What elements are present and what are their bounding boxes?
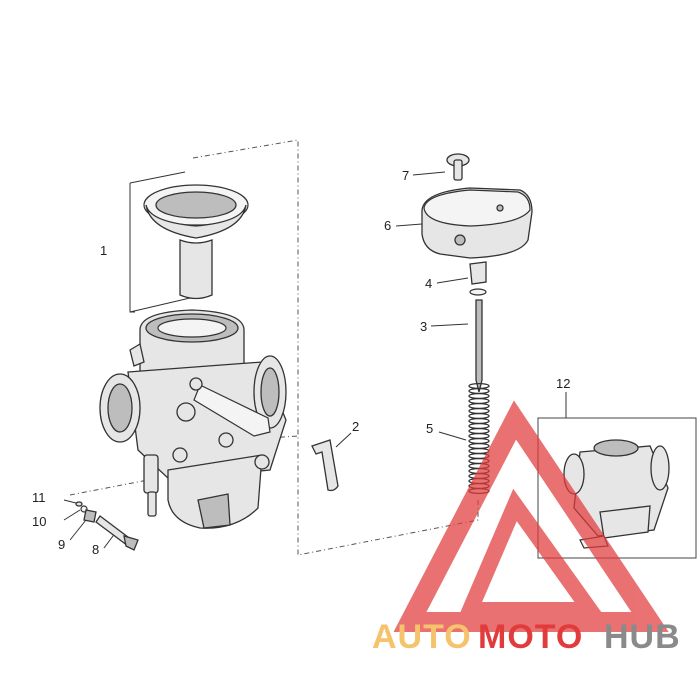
- callout-12: 12: [556, 376, 570, 391]
- callout-3: 3: [420, 319, 427, 334]
- spring-coil: [468, 437, 490, 445]
- spring-coil: [468, 397, 490, 405]
- spring-coil: [468, 407, 490, 415]
- callout-6: 6: [384, 218, 391, 233]
- part-9-spring: [69, 509, 97, 541]
- carburetor-body: [99, 309, 287, 529]
- callout-4: 4: [425, 276, 432, 291]
- spring-coil: [468, 412, 490, 420]
- part-2-hose: [311, 432, 352, 492]
- watermark-inner-triangle-icon: [457, 488, 606, 618]
- part-3-needle: [430, 299, 483, 393]
- part-6-cover: [395, 187, 533, 259]
- watermark-wordmark: AUTO MOTO HUB: [372, 618, 681, 656]
- assembly-outline-left: [192, 139, 479, 556]
- watermark-triangle-icon: [393, 400, 669, 632]
- callout-2: 2: [352, 419, 359, 434]
- callout-labels: 1 2 3 4 5 6 7 8 9 10 11 12: [32, 168, 570, 557]
- assembly-line-jet: [69, 479, 149, 496]
- spring-coil: [468, 432, 490, 440]
- part-11-washer: [63, 499, 83, 507]
- part-10-oring: [63, 505, 88, 521]
- spring-coil: [468, 442, 490, 450]
- callout-5: 5: [426, 421, 433, 436]
- callout-7: 7: [402, 168, 409, 183]
- watermark-word-auto: AUTO: [372, 618, 472, 656]
- spring-coil: [468, 422, 490, 430]
- spring-coil: [468, 427, 490, 435]
- part-7-screw: [412, 153, 470, 181]
- callout-1: 1: [100, 243, 107, 258]
- assembly-line-slide: [267, 435, 299, 439]
- callout-11: 11: [32, 490, 46, 505]
- spring-coil: [468, 447, 490, 455]
- watermark-word-moto: MOTO: [478, 618, 583, 656]
- callout-9: 9: [58, 537, 65, 552]
- spring-coil: [468, 417, 490, 425]
- part-8-pilot-screw: [95, 515, 139, 551]
- watermark-word-hub: HUB: [604, 618, 681, 656]
- callout-10: 10: [32, 514, 46, 529]
- automotohub-watermark: [393, 400, 669, 632]
- part-1-funnel: [129, 171, 249, 313]
- part-4-needle-clip: [436, 261, 487, 296]
- spring-coil: [468, 402, 490, 410]
- callout-8: 8: [92, 542, 99, 557]
- spring-coil: [468, 392, 490, 400]
